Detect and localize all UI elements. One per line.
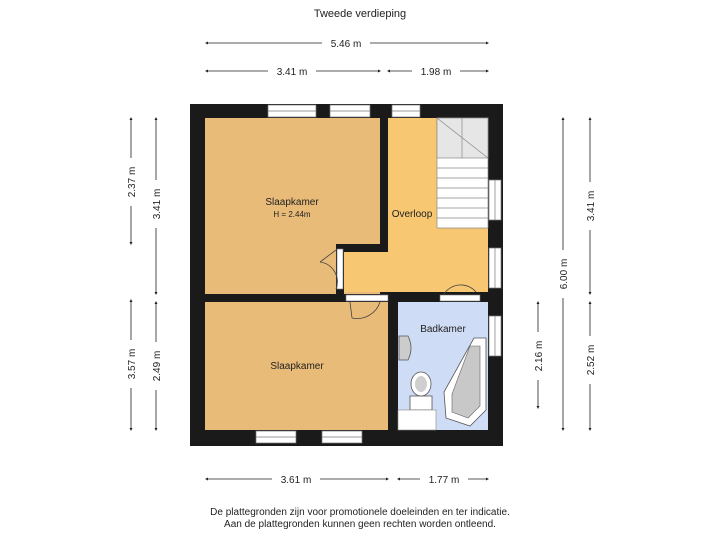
dim-left-outer-top: 2.37 m [127, 167, 138, 198]
room-label-bedroom-1: Slaapkamer [265, 197, 319, 208]
dim-right-far-bottom: 2.52 m [586, 345, 597, 376]
dim-right-outer-total: 6.00 m [559, 259, 570, 290]
toilet [409, 371, 433, 411]
room-label-bathroom: Badkamer [420, 324, 466, 335]
dim-left-outer-bottom: 3.57 m [127, 349, 138, 380]
dim-left-inner-bottom: 2.49 m [152, 351, 163, 382]
disclaimer-line-1: De plattegronden zijn voor promotionele … [210, 507, 510, 518]
windows [255, 104, 502, 444]
floor-title: Tweede verdieping [313, 8, 407, 20]
room-label-bedroom-2: Slaapkamer [270, 361, 324, 372]
disclaimer-line-2: Aan de plattegronden kunnen geen rechten… [224, 519, 496, 530]
doors [319, 248, 481, 319]
washbasin-cabinet [397, 409, 437, 431]
sink [398, 335, 412, 361]
dim-top-left: 3.41 m [277, 67, 308, 78]
dim-top-total: 5.46 m [331, 39, 362, 50]
dim-right-inner: 2.16 m [534, 341, 545, 372]
bedroom-2-floor [205, 302, 388, 430]
dim-bottom-right: 1.77 m [429, 475, 460, 486]
bathtub [443, 337, 487, 427]
dim-top-right: 1.98 m [421, 67, 452, 78]
dim-bottom-left: 3.61 m [281, 475, 312, 486]
staircase [436, 117, 489, 229]
room-label-landing: Overloop [392, 209, 433, 220]
room-height-label: H = 2.44m [273, 210, 310, 219]
disclaimer: De plattegronden zijn voor promotionele … [0, 507, 720, 531]
dim-left-inner-top: 3.41 m [152, 189, 163, 220]
dim-right-far-top: 3.41 m [586, 191, 597, 222]
